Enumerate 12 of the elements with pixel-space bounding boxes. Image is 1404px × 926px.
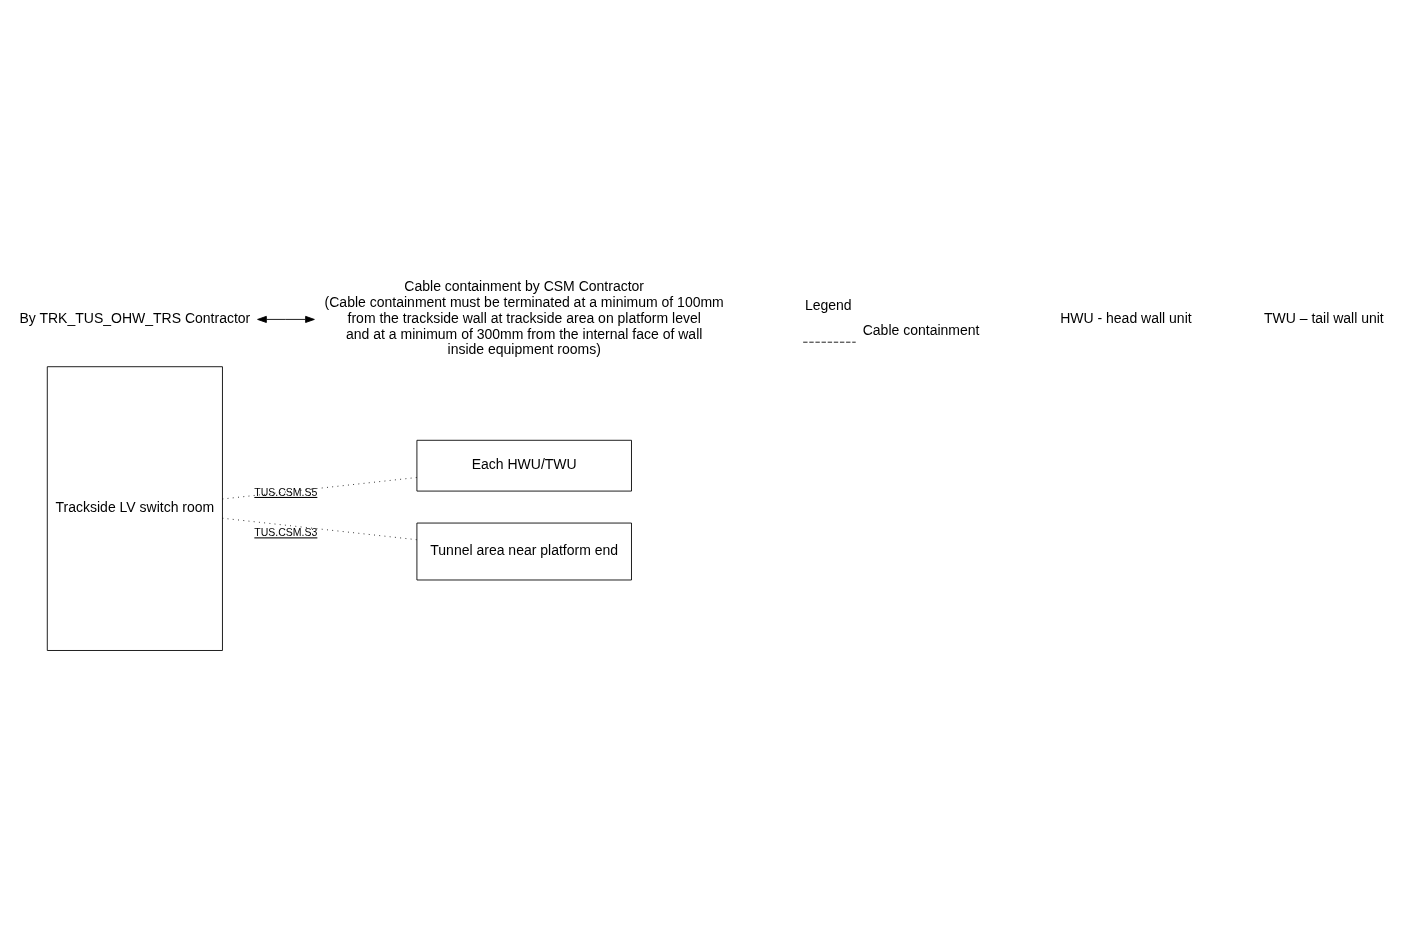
legend-label: Cable containment [862,321,980,338]
node-box: Trackside LV switch room [46,365,223,651]
edge-label: TUS.CSM.S3 [254,525,318,538]
label: TWU – tail wall unit [1263,309,1384,326]
node-text: By TRK_TUS_OHW_TRS Contractor [19,309,251,326]
node-box: Each HWU/TWU [416,439,632,492]
edge-label: TUS.CSM.S5 [254,485,318,498]
node-box: Tunnel area near platform end [416,522,632,580]
arrow [257,315,315,323]
label: Legend [804,296,852,313]
label: HWU - head wall unit [1060,309,1192,326]
node-text: Cable containment by CSM Contractor (Cable containment must be terminated at a minimum of 100mm from the trackside wall at trackside area on platform level and at a minimum of 300mm from the internal face of wall inside equipment rooms) [324,277,724,357]
